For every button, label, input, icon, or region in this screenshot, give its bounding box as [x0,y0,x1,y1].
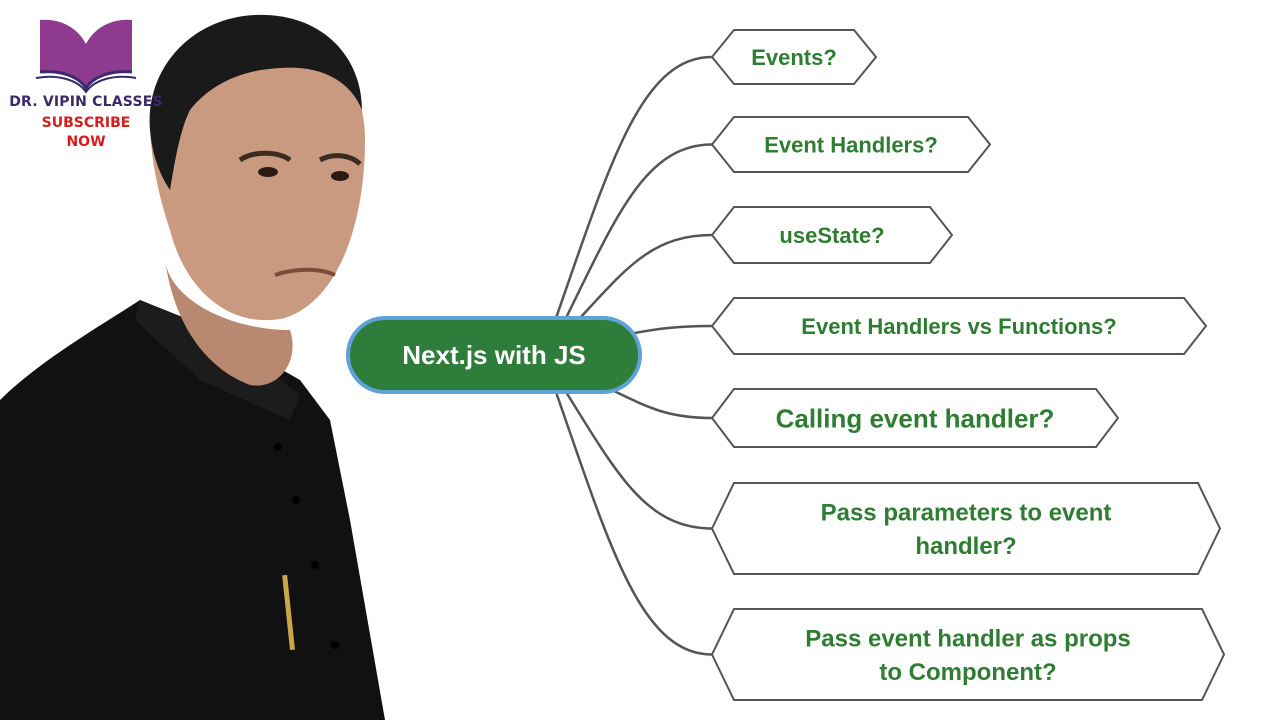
topic-box [710,297,1208,355]
topic-label: Event Handlers? [764,132,938,157]
topic-node: Calling event handler? [710,388,1120,448]
connector-line [579,233,713,319]
subscribe-now[interactable]: SUBSCRIBE NOW [0,114,172,152]
topic-label: Event Handlers vs Functions? [801,314,1116,339]
topic-label: Pass parameters to event [821,499,1112,526]
central-node-label: Next.js with JS [402,340,586,370]
topic-label: useState? [779,223,884,248]
connector-line [554,391,713,656]
subscribe-label: SUBSCRIBE [41,115,131,131]
connector-line [564,143,713,319]
topic-box [710,206,954,264]
topic-box [710,482,1222,575]
presenter-photo [0,14,385,720]
topic-box [710,608,1226,701]
topic-label: Pass event handler as props [805,625,1130,652]
topic-node: Event Handlers vs Functions? [710,297,1208,355]
topic-box [710,29,878,85]
topic-box [710,388,1120,448]
connector-line [564,391,713,530]
topic-box [710,116,992,173]
now-label: NOW [66,134,106,150]
topic-node: Pass event handler as props to Component? [710,608,1226,701]
mind-map-topics: Events? Event Handlers? useState? Event Han… [710,29,1226,701]
topic-node: Event Handlers? [710,116,992,173]
topic-label: to Component? [879,659,1056,686]
open-book-icon [35,19,137,94]
topic-node: Events? [710,29,878,85]
connector-line [611,388,713,420]
topic-label: handler? [915,533,1016,560]
topic-label: Calling event handler? [776,403,1055,433]
topic-label: Events? [751,45,837,70]
connector-line [554,55,713,319]
central-node: Next.js with JS [346,316,642,394]
topic-node: Pass parameters to event handler? [710,482,1222,575]
channel-name: DR. VIPIN CLASSES [9,94,163,110]
topic-node: useState? [710,206,954,264]
